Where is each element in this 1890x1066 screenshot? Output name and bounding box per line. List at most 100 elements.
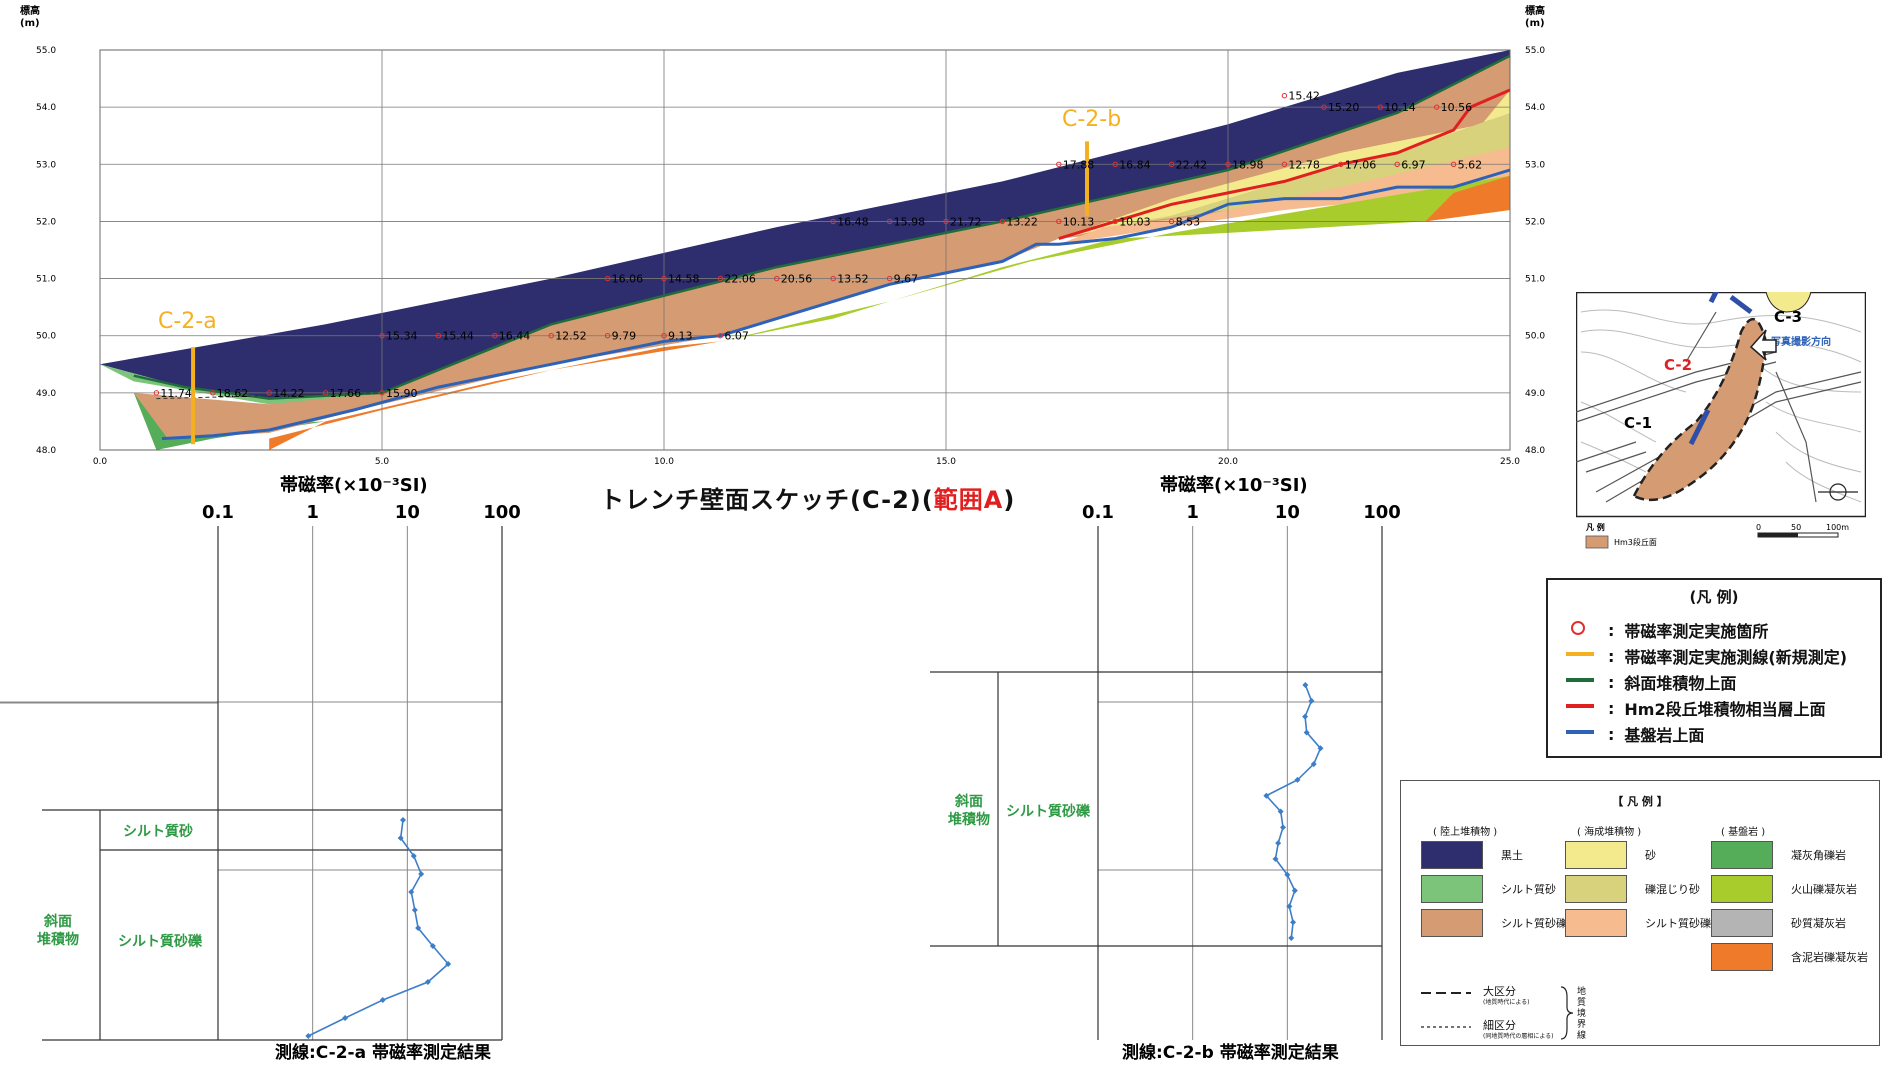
group-slope-deposit-a: 斜面堆積物: [37, 913, 79, 948]
measurement-point: [1394, 161, 1400, 167]
boundary-label: 地質境界線: [1577, 987, 1587, 1041]
data-point: [400, 817, 407, 823]
susceptibility-value: 18.98: [1232, 158, 1264, 171]
map-label-c2: C-2: [1664, 356, 1692, 374]
y-tick-label-left: 53.0: [36, 160, 56, 170]
susceptibility-value: 14.58: [668, 273, 700, 286]
y-tick-label-left: 54.0: [36, 103, 56, 113]
measurement-point: [435, 333, 442, 339]
susceptibility-value: 10.13: [1063, 215, 1095, 228]
legend-label-point: 帯磁率測定実施箇所: [1624, 622, 1769, 641]
y-tick-label-right: 55.0: [1525, 46, 1545, 56]
susceptibility-plot-c2b: 帯磁率(×10⁻³SI) 測線:C-2-b 帯磁率測定結果 シルト質砂礫 斜面堆…: [930, 474, 1400, 1063]
trench-c2-line: [1729, 295, 1753, 314]
colon: :: [1608, 672, 1615, 692]
location-map: C-2 C-1 C-3 写真撮影方向 凡 例 Hm3段丘面 0 50 100m: [1576, 292, 1866, 549]
susceptibility-value: 17.06: [1345, 158, 1377, 171]
symbol-legend-title: (凡 例): [1689, 588, 1739, 606]
data-point: [1277, 808, 1284, 815]
x-tick-label: 15.0: [936, 457, 956, 467]
data-point: [445, 961, 452, 967]
measurement-point: [886, 275, 893, 282]
photo-arrow-icon: [1749, 329, 1777, 361]
susceptibility-value: 16.06: [612, 273, 644, 286]
boundary-lines: [133, 54, 1511, 445]
map-legend-swatch: [1585, 535, 1609, 549]
susceptibility-value: 17.88: [1063, 158, 1095, 171]
data-point: [1275, 840, 1282, 847]
susceptibility-value: 15.34: [386, 330, 418, 343]
log-tick-label: 10: [395, 502, 420, 523]
susceptibility-value: 22.42: [1176, 158, 1208, 171]
unit-volcanic-tuff: 火山礫凝灰岩: [1711, 875, 1857, 903]
data-point: [1284, 871, 1291, 878]
legend-row-green: :斜面堆積物上面: [1566, 670, 1736, 694]
susceptibility-value: 15.44: [442, 330, 474, 343]
y-tick-label-left: 52.0: [36, 217, 56, 227]
measurement-point: [1112, 218, 1118, 225]
susceptibility-value: 12.52: [555, 330, 587, 343]
susceptibility-value: 18.62: [217, 387, 249, 400]
major-boundary-note: (地質時代による): [1483, 999, 1530, 1006]
susceptibility-plot-c2a: 帯磁率(×10⁻³SI) 測線:C-2-a 帯磁率測定結果 シルト質砂 シルト質…: [0, 474, 521, 1063]
data-point: [1302, 682, 1309, 688]
axis-label-c2a: 帯磁率(×10⁻³SI): [280, 474, 428, 496]
sketch-title-range: 範囲A: [933, 486, 1004, 514]
legend-row-orange: :帯磁率測定実施測線(新規測定): [1566, 644, 1847, 668]
data-point: [1317, 745, 1324, 752]
y-tick-label-right: 51.0: [1525, 275, 1545, 285]
data-point: [1308, 697, 1315, 704]
legend-row-point: :帯磁率測定実施箇所: [1566, 618, 1768, 642]
log-tick-label: 100: [1363, 502, 1400, 523]
measurement-point: [1168, 218, 1175, 225]
unit-label: シルト質砂礫: [1645, 917, 1711, 930]
susceptibility-value: 13.52: [837, 273, 869, 286]
unit-silty-sand: シルト質砂: [1421, 875, 1556, 903]
data-point: [424, 979, 431, 985]
measurement-point: [153, 390, 160, 396]
blue-line-icon: [1566, 724, 1600, 744]
data-point: [408, 889, 415, 895]
symbol-legend: (凡 例) :帯磁率測定実施箇所 :帯磁率測定実施測線(新規測定) :斜面堆積物…: [1546, 578, 1882, 758]
measurement-point: [1450, 161, 1457, 167]
terrace-patch-north: [1765, 292, 1812, 313]
unit-black-soil: 黒土: [1421, 841, 1523, 869]
y-axis-title-right: 標高(m): [1525, 4, 1545, 29]
col-title-marine: ( 海成堆積物 ): [1577, 827, 1642, 838]
susceptibility-value: 10.56: [1441, 101, 1473, 114]
measurement-point: [1225, 161, 1231, 167]
map-label-c3: C-3: [1774, 308, 1802, 326]
measurement-point: [379, 390, 385, 396]
unit-label: 礫混じり砂: [1645, 883, 1700, 896]
susceptibility-value: 16.48: [837, 215, 869, 228]
measurement-point: [322, 390, 329, 396]
data-point: [1294, 776, 1301, 783]
susceptibility-value: 10.03: [1119, 215, 1151, 228]
measurement-point: [1321, 104, 1327, 110]
data-point: [1286, 903, 1293, 910]
red-line-icon: [1566, 698, 1600, 718]
susceptibility-value: 15.20: [1328, 101, 1360, 114]
measurement-point: [661, 275, 667, 282]
trench-c1-line: [1688, 408, 1711, 446]
measurement-point: [1377, 104, 1383, 110]
layer-black-soil: [100, 50, 1510, 399]
data-point: [1310, 761, 1317, 768]
orange-line-icon: [1566, 646, 1600, 666]
colon: :: [1608, 698, 1615, 718]
layer-sand: [1058, 90, 1510, 239]
data-point: [1272, 855, 1279, 862]
susceptibility-value: 9.13: [668, 330, 693, 343]
geology-legend: 【 凡 例 】 ( 陸上堆積物 ) ( 海成堆積物 ) ( 基盤岩 ) 黒土 シ…: [1400, 780, 1880, 1046]
measurement-point: [1112, 161, 1118, 167]
bedrock-top-line: [161, 168, 1511, 441]
susceptibility-value: 15.90: [386, 387, 418, 400]
susceptibility-value: 17.66: [330, 387, 362, 400]
unit-label: シルト質砂礫: [1501, 917, 1567, 930]
minor-boundary-label: 細区分: [1483, 1019, 1516, 1032]
y-axis-title-left: 標高(m): [20, 4, 40, 29]
data-point: [397, 835, 404, 841]
unit-mudstone-tuff: 含泥岩礫凝灰岩: [1711, 943, 1868, 971]
measurement-point: [210, 390, 216, 396]
